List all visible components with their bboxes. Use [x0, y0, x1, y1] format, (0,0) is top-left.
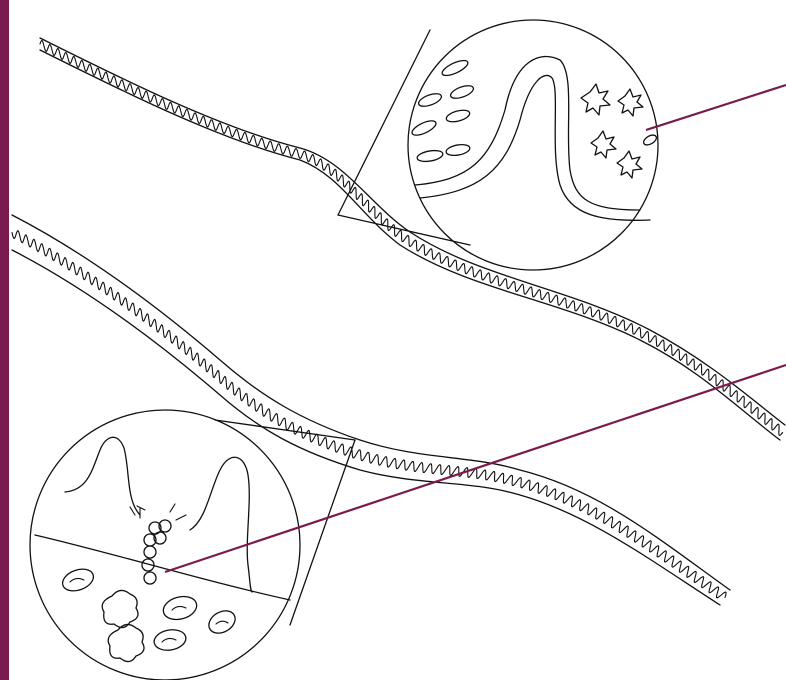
upper-vessel	[40, 38, 785, 440]
blood-cells	[60, 565, 240, 661]
bacteria-rods	[410, 58, 475, 164]
upper-callout-line	[646, 85, 786, 130]
star-cells	[581, 84, 658, 178]
lower-callout-line	[165, 365, 786, 572]
lower-vessel	[12, 215, 730, 605]
